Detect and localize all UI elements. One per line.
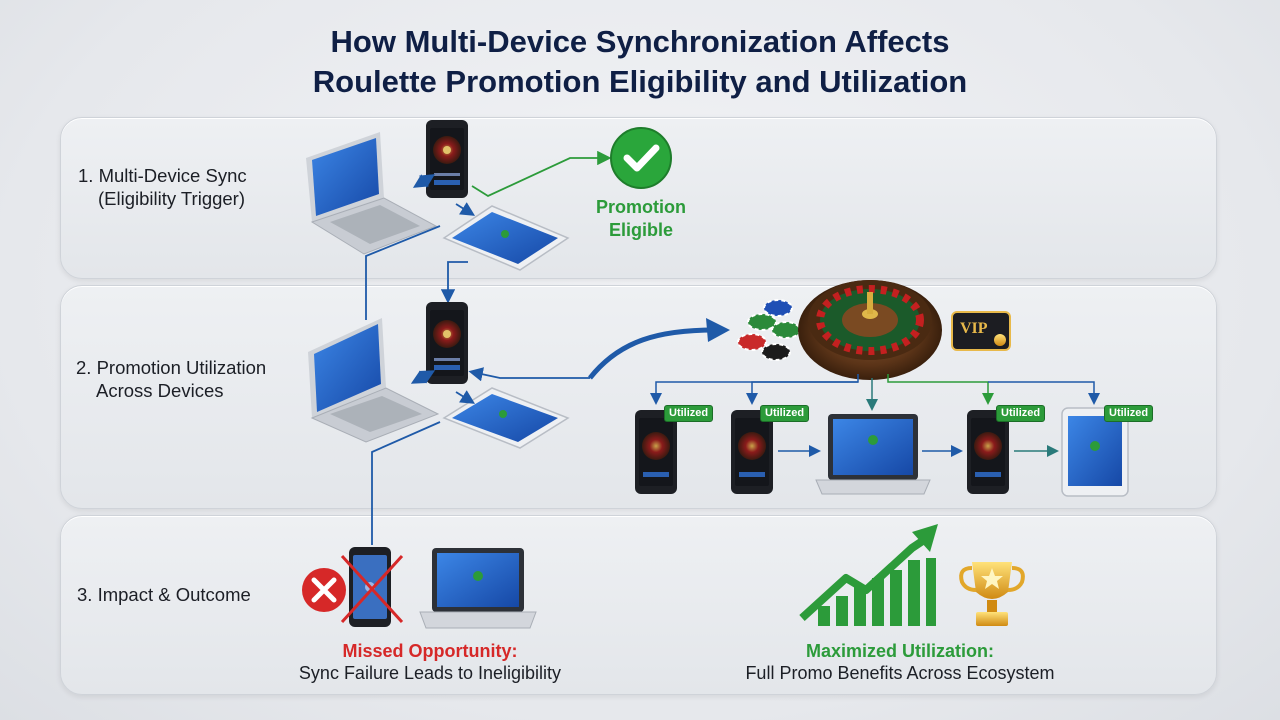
title-line-1: How Multi-Device Synchronization Affects bbox=[330, 24, 950, 59]
roulette-wheel-icon bbox=[798, 280, 942, 380]
missed-opportunity-text: Sync Failure Leads to Ineligibility bbox=[298, 663, 562, 683]
section-3-label: 3. Impact & Outcome bbox=[77, 583, 251, 606]
sync-connector bbox=[440, 261, 468, 304]
promotion-eligible-line2: Eligible bbox=[608, 220, 673, 240]
vip-card-icon bbox=[951, 311, 1011, 351]
sync-arrow bbox=[412, 174, 436, 188]
vip-card-label: VIP bbox=[960, 320, 988, 337]
laptop-icon bbox=[306, 132, 438, 255]
utilized-badge: Utilized bbox=[664, 405, 714, 422]
trophy-icon bbox=[959, 562, 1025, 626]
section-1-label-line2: (Eligibility Trigger) bbox=[98, 188, 246, 209]
error-x-icon bbox=[302, 568, 346, 612]
section-2-label-line2: Across Devices bbox=[96, 380, 224, 401]
growth-chart-icon bbox=[799, 524, 938, 626]
maximized-utilization-caption: Maximized Utilization: Full Promo Benefi… bbox=[720, 640, 1080, 684]
promotion-eligible-line1: Promotion bbox=[596, 197, 686, 217]
maximized-utilization-text: Full Promo Benefits Across Ecosystem bbox=[745, 663, 1055, 683]
failed-phone-icon bbox=[340, 547, 404, 627]
utilized-phone-1 bbox=[635, 410, 677, 494]
section-2-label-line1: 2. Promotion Utilization bbox=[76, 357, 267, 378]
laptop-icon bbox=[308, 318, 440, 443]
check-circle-icon bbox=[610, 127, 672, 189]
sync-arrow bbox=[455, 390, 476, 404]
utilized-phone-2 bbox=[731, 410, 773, 494]
page-title: How Multi-Device Synchronization Affects… bbox=[0, 22, 1280, 102]
sync-arrow bbox=[455, 202, 476, 216]
sync-connector bbox=[365, 225, 441, 320]
utilized-tablet bbox=[1061, 407, 1129, 497]
maximized-utilization-heading: Maximized Utilization: bbox=[805, 641, 994, 661]
section-panel-impact bbox=[60, 515, 1217, 695]
utilized-badge: Utilized bbox=[996, 405, 1046, 422]
section-1-label: 1. Multi-Device Sync (Eligibility Trigge… bbox=[78, 164, 247, 210]
casino-chips-icon bbox=[737, 299, 801, 361]
smartphone-icon bbox=[426, 120, 468, 198]
smartphone-icon bbox=[426, 302, 468, 384]
sync-arrow bbox=[410, 370, 436, 384]
utilized-badge: Utilized bbox=[1104, 405, 1154, 422]
tablet-icon bbox=[442, 205, 570, 271]
promotion-flow-arrowhead bbox=[706, 318, 730, 342]
section-2-label: 2. Promotion Utilization Across Devices bbox=[76, 356, 266, 402]
utilized-phone-3 bbox=[967, 410, 1009, 494]
distribution-connectors bbox=[650, 374, 1100, 411]
laptop-icon bbox=[419, 548, 537, 629]
section-1-label-line1: 1. Multi-Device Sync bbox=[78, 165, 247, 186]
missed-opportunity-heading: Missed Opportunity: bbox=[342, 641, 518, 661]
promotion-flow-arrow bbox=[588, 327, 716, 380]
missed-opportunity-caption: Missed Opportunity: Sync Failure Leads t… bbox=[280, 640, 580, 684]
title-line-2: Roulette Promotion Eligibility and Utili… bbox=[312, 64, 968, 99]
promotion-eligible-label: Promotion Eligible bbox=[580, 196, 702, 242]
sync-connector bbox=[371, 421, 441, 545]
section-3-label-line1: 3. Impact & Outcome bbox=[77, 584, 251, 605]
utilized-badge: Utilized bbox=[760, 405, 810, 422]
sync-connector bbox=[468, 367, 590, 382]
eligibility-arrow bbox=[471, 150, 612, 198]
utilized-laptop bbox=[815, 414, 931, 495]
